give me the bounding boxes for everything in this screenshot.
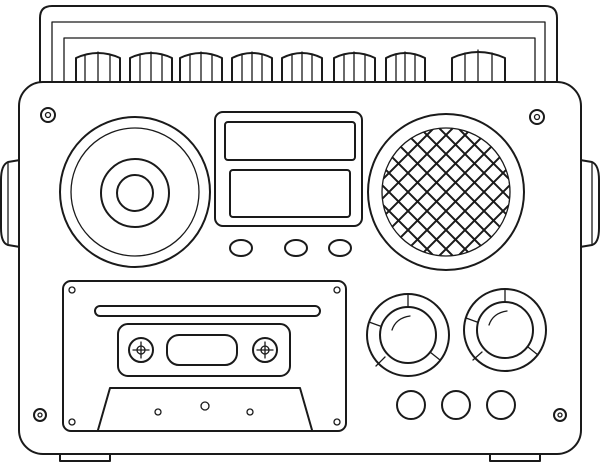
left-side-handle xyxy=(0,159,21,248)
grille-line xyxy=(382,128,489,256)
grille-line xyxy=(384,128,510,256)
cassette-tape-window xyxy=(166,334,238,366)
top-knob[interactable] xyxy=(281,51,323,89)
grille-line xyxy=(382,128,508,256)
main-body xyxy=(18,81,582,455)
grille-line xyxy=(422,128,510,256)
display-screen-top xyxy=(224,121,356,161)
volume-knob[interactable] xyxy=(366,293,450,377)
cassette-window xyxy=(117,323,291,377)
top-knob[interactable] xyxy=(451,49,506,89)
foot-right xyxy=(489,451,541,462)
left-speaker xyxy=(59,116,211,268)
grille-line xyxy=(403,128,510,256)
grille-line xyxy=(441,128,510,256)
cassette-reel-right xyxy=(252,337,278,363)
cassette-slot xyxy=(94,305,321,317)
grille-line xyxy=(441,128,510,256)
display-panel xyxy=(214,111,363,227)
screws xyxy=(33,107,567,422)
button[interactable] xyxy=(486,390,516,420)
button[interactable] xyxy=(284,239,308,257)
foot-left xyxy=(59,451,111,462)
cassette-deck xyxy=(62,280,347,432)
grille-line xyxy=(382,128,451,256)
grille-line xyxy=(382,128,470,256)
display-buttons xyxy=(229,239,352,257)
button[interactable] xyxy=(229,239,253,257)
tuning-knob[interactable] xyxy=(463,288,547,372)
button[interactable] xyxy=(328,239,352,257)
display-screen-bottom xyxy=(229,169,351,218)
grille-line xyxy=(382,128,451,256)
bottom-buttons xyxy=(396,390,516,420)
cassette-reel-left xyxy=(128,337,154,363)
top-tuning-knobs xyxy=(75,49,506,89)
button[interactable] xyxy=(396,390,426,420)
button[interactable] xyxy=(441,390,471,420)
right-side-handle xyxy=(579,159,600,248)
